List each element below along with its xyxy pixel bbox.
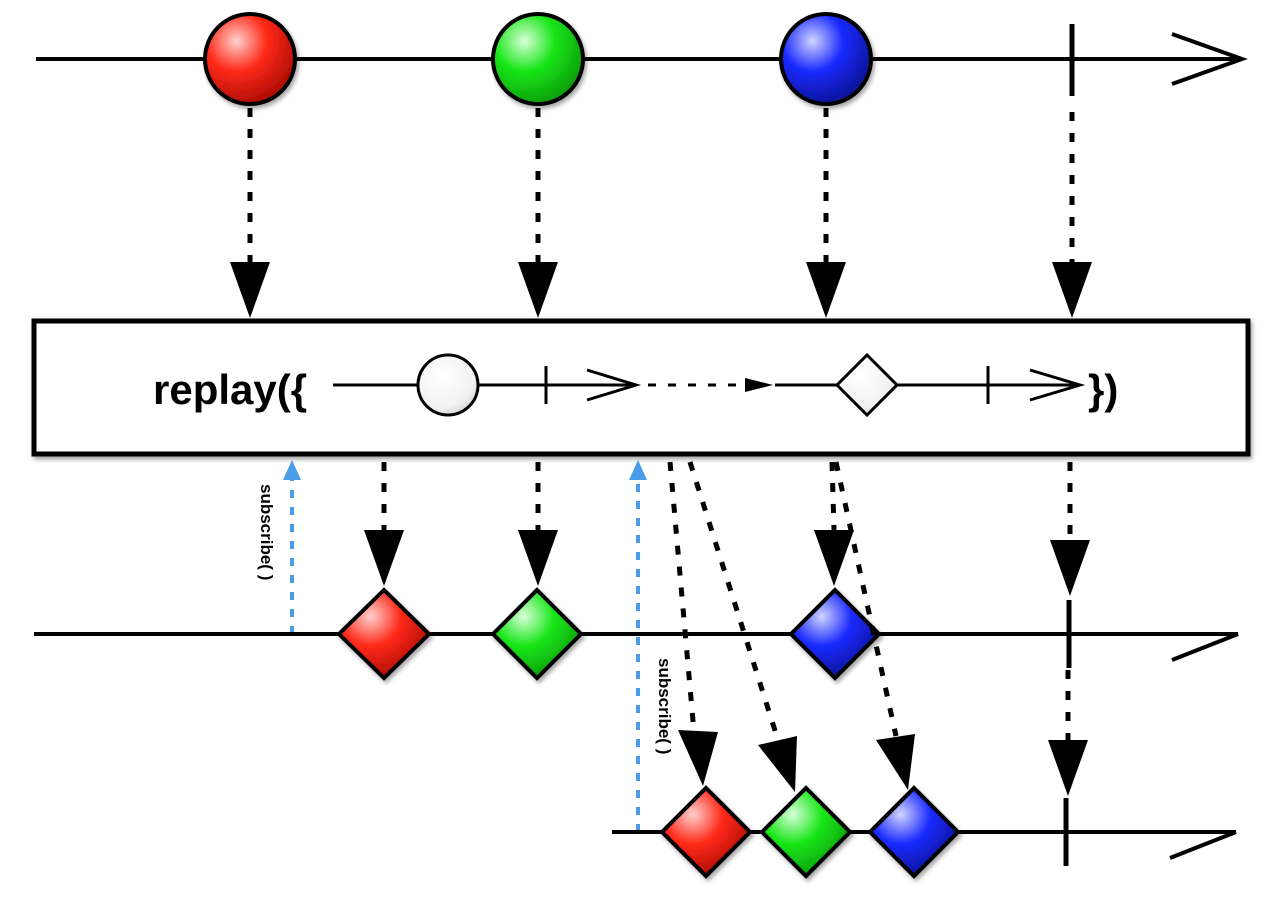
arrowhead-blue [806, 262, 846, 318]
second-subscribe-label: subscribe( ) [655, 658, 674, 754]
arrowhead-first-green [518, 530, 558, 586]
dotted-arrow-first-blue [829, 461, 837, 531]
source-green-marble [491, 12, 585, 106]
source-to-operator-arrows [230, 108, 1092, 318]
second-subscriber-blue-diamond [867, 785, 961, 879]
first-subscriber-arrows [364, 461, 1090, 596]
second-subscriber-green-diamond [759, 785, 853, 879]
arrowhead-second-red [678, 730, 718, 786]
dotted-arrow-second-blue [833, 461, 899, 737]
operator-mini-arrowhead-1 [586, 368, 642, 402]
operator-name-label: replay({ [153, 366, 307, 413]
operator-output-diamond [834, 352, 900, 418]
source-timeline-arrowhead [1171, 32, 1248, 86]
arrowhead-second-blue [876, 734, 915, 790]
first-subscriber-timeline-arrowhead [1171, 632, 1239, 662]
arrowhead-red [230, 262, 270, 318]
operator-mini-arrowhead-2 [1029, 368, 1086, 402]
second-subscriber-arrows [667, 461, 1088, 796]
arrowhead-first-red [364, 530, 404, 586]
arrowhead-completion [1052, 262, 1092, 318]
arrowhead-second-green [758, 736, 797, 792]
first-subscribe-arrowhead [283, 460, 301, 480]
operator-connector-arrowhead [745, 378, 773, 392]
second-subscribe-arrowhead [629, 460, 647, 480]
second-subscriber-red-diamond [659, 785, 753, 879]
first-subscribe: subscribe( ) [257, 460, 301, 634]
first-subscriber-red-diamond [336, 587, 432, 681]
first-subscriber-green-diamond [490, 587, 584, 681]
operator-input-marble [416, 353, 480, 417]
operator-close-label: }) [1088, 366, 1118, 413]
second-subscribe: subscribe( ) [629, 460, 674, 832]
second-subscriber-timeline-arrowhead [1169, 830, 1237, 860]
arrowhead-first-blue [814, 530, 854, 586]
arrowhead-first-completion [1050, 540, 1090, 596]
operator-box: replay({ }) [31, 318, 1251, 457]
dotted-arrow-second-green [687, 461, 781, 741]
arrowhead-green [518, 262, 558, 318]
arrowhead-second-completion [1048, 740, 1088, 796]
source-blue-marble [779, 12, 873, 106]
dotted-arrow-second-red [667, 461, 697, 733]
source-red-marble [203, 12, 297, 106]
first-subscribe-label: subscribe( ) [257, 484, 276, 580]
operator-box-frame [31, 318, 1251, 457]
first-subscriber-timeline [34, 632, 1239, 662]
first-subscriber-blue-diamond [788, 587, 882, 681]
